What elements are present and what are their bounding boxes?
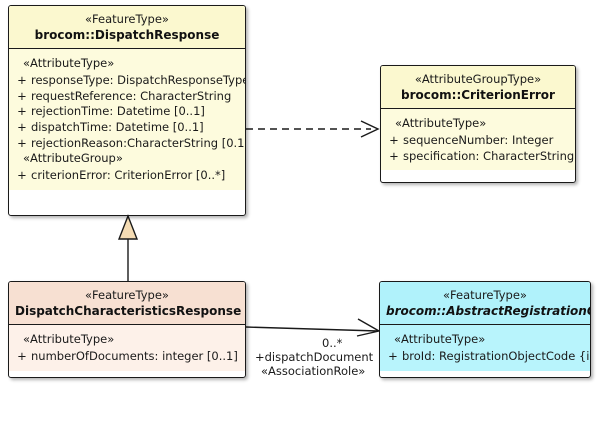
generalization-connector[interactable] <box>117 214 139 281</box>
attribute-label: sequenceNumber: Integer <box>403 132 554 147</box>
attribute-label: responseType: DispatchResponseType <box>31 72 246 87</box>
association-stereotype-label: «AssociationRole» <box>261 364 366 378</box>
class-box-criterion-error[interactable]: «AttributeGroupType» brocom::CriterionEr… <box>380 65 576 183</box>
attribute-row: + specification: CharacterString <box>385 148 575 164</box>
attribute-group-stereotype: «AttributeType» <box>394 332 486 347</box>
attribute-visibility: + <box>389 132 399 147</box>
attribute-visibility: + <box>17 135 27 150</box>
class-header-dispatch-response: «FeatureType» brocom::DispatchResponse <box>9 6 245 50</box>
attribute-row: + broId: RegistrationObjectCode {id} <box>384 348 590 364</box>
attribute-label: dispatchTime: Datetime [0..1] <box>31 119 204 134</box>
attribute-group-stereotype: «AttributeType» <box>23 56 115 71</box>
attribute-row: + responseType: DispatchResponseType <box>13 72 245 88</box>
attribute-row: + sequenceNumber: Integer <box>385 133 571 148</box>
class-stereotype: «AttributeGroupType» <box>414 72 542 86</box>
association-multiplicity-label: 0..* <box>322 336 343 350</box>
attribute-row: + numberOfDocuments: integer [0..1] <box>13 349 241 364</box>
attribute-label: numberOfDocuments: integer [0..1] <box>31 348 238 363</box>
attribute-label: specification: CharacterString <box>403 148 575 163</box>
attribute-row: + rejectionReason:CharacterString [0.1] <box>13 135 245 151</box>
attribute-visibility: + <box>17 104 27 119</box>
attribute-visibility: + <box>17 72 27 87</box>
class-name: brocom::CriterionError <box>401 87 555 102</box>
attribute-group-stereotype: «AttributeGroup» <box>23 151 123 166</box>
attribute-row: + dispatchTime: Datetime [0..1] <box>13 120 241 135</box>
class-stereotype: «FeatureType» <box>443 288 527 302</box>
attribute-visibility: + <box>17 168 27 183</box>
attribute-label: rejectionReason:CharacterString [0.1] <box>31 135 246 150</box>
class-box-abstract-registration-object[interactable]: «FeatureType» brocom::AbstractRegistrati… <box>379 281 591 378</box>
class-name: DispatchCharacteristicsResponse <box>15 303 242 318</box>
class-header-abstract-registration-object: «FeatureType» brocom::AbstractRegistrati… <box>380 282 590 326</box>
attribute-label: criterionError: CriterionError [0..*] <box>31 168 226 183</box>
class-header-dispatch-characteristics-response: «FeatureType» DispatchCharacteristicsRes… <box>9 282 245 326</box>
attribute-row: + rejectionTime: Datetime [0..1] <box>13 104 241 119</box>
dependency-connector[interactable] <box>246 120 380 138</box>
association-role-label: +dispatchDocument <box>255 350 374 364</box>
class-box-dispatch-response[interactable]: «FeatureType» brocom::DispatchResponse «… <box>8 5 246 216</box>
attribute-visibility: + <box>17 119 27 134</box>
attribute-visibility: + <box>388 348 398 363</box>
class-box-dispatch-characteristics-response[interactable]: «FeatureType» DispatchCharacteristicsRes… <box>8 281 246 378</box>
attribute-label: rejectionTime: Datetime [0..1] <box>31 104 205 119</box>
attribute-row: + criterionError: CriterionError [0..*] <box>13 168 241 183</box>
class-name: brocom::AbstractRegistrationObject <box>386 303 590 318</box>
class-body-criterion-error: «AttributeType» + sequenceNumber: Intege… <box>381 109 575 171</box>
attribute-label: requestReference: CharacterString <box>31 88 232 103</box>
attribute-row: + requestReference: CharacterString <box>13 89 241 104</box>
class-body-dispatch-characteristics-response: «AttributeType» + numberOfDocuments: int… <box>9 325 245 371</box>
class-header-criterion-error: «AttributeGroupType» brocom::CriterionEr… <box>381 66 575 110</box>
attribute-visibility: + <box>17 88 27 103</box>
class-stereotype: «FeatureType» <box>85 288 169 302</box>
attribute-label: broId: RegistrationObjectCode {id} <box>402 348 591 363</box>
association-connector[interactable] <box>245 318 381 337</box>
attribute-visibility: + <box>389 148 399 163</box>
class-body-dispatch-response: «AttributeType» + responseType: Dispatch… <box>9 49 245 190</box>
attribute-visibility: + <box>17 348 27 363</box>
class-body-abstract-registration-object: «AttributeType» + broId: RegistrationObj… <box>380 325 590 371</box>
class-stereotype: «FeatureType» <box>85 12 169 26</box>
attribute-group-stereotype: «AttributeType» <box>395 116 487 131</box>
attribute-group-stereotype: «AttributeType» <box>23 332 115 347</box>
class-name: brocom::DispatchResponse <box>34 27 220 42</box>
